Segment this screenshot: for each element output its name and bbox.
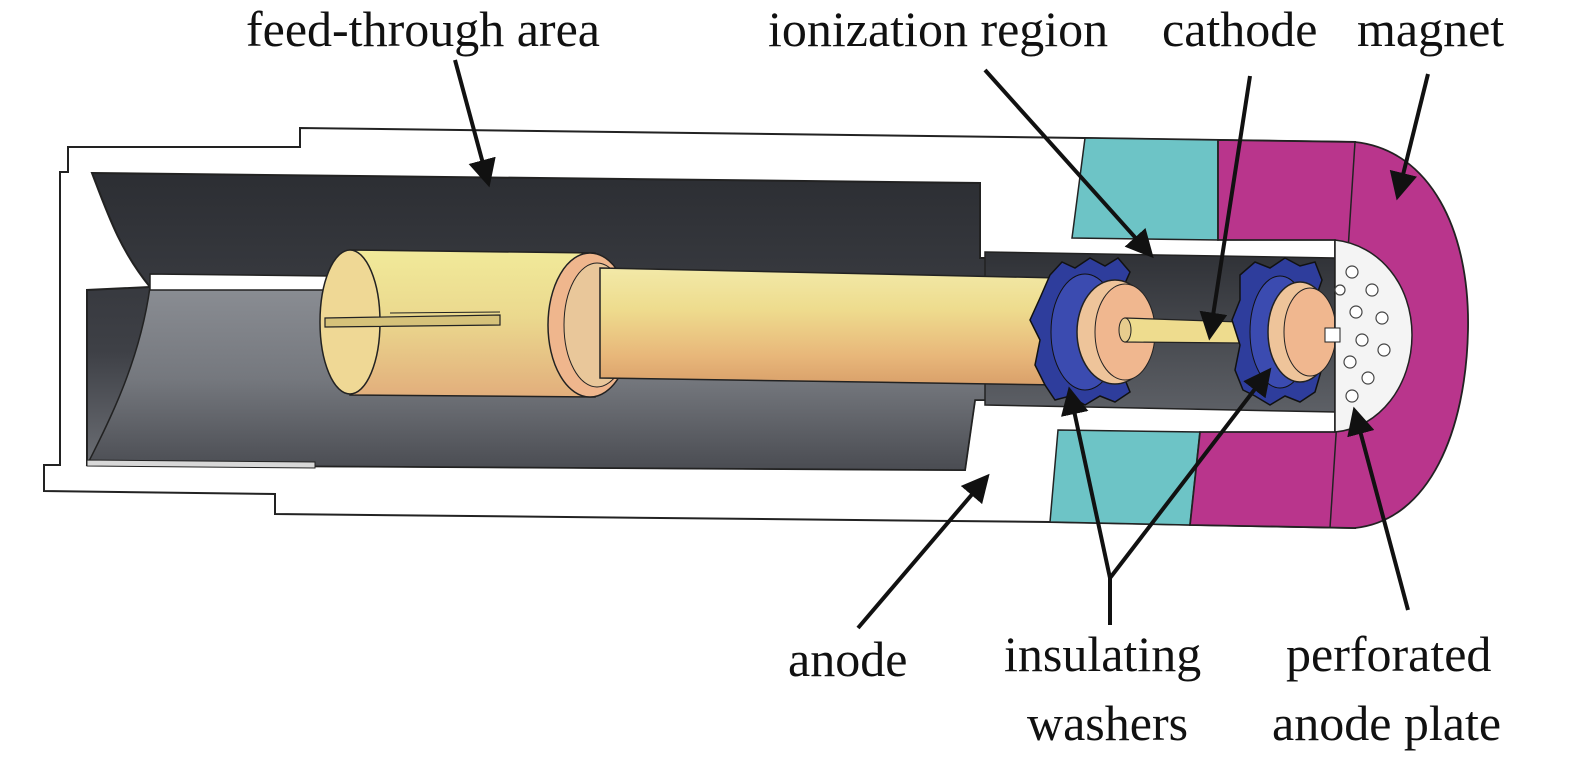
label-magnet: magnet	[1357, 1, 1504, 57]
central-conductor	[319, 249, 1079, 398]
perforated-anode-plate	[1324, 239, 1413, 433]
label-washers: washers	[1027, 695, 1188, 751]
arrow-cathode	[1199, 75, 1252, 341]
arrow-washer-left-branch	[1061, 386, 1112, 579]
label-anode-plate: anode plate	[1272, 695, 1501, 751]
label-cathode: cathode	[1162, 1, 1317, 57]
arrow-washer-right-branch	[1108, 367, 1272, 580]
labels: feed-through area ionization region cath…	[246, 1, 1504, 751]
label-anode: anode	[788, 631, 907, 687]
label-insulating: insulating	[1004, 626, 1201, 682]
arrow-anode	[856, 473, 990, 630]
insulating-washer-right	[1231, 257, 1337, 406]
label-perforated: perforated	[1286, 626, 1491, 682]
arrow-magnet	[1389, 73, 1430, 201]
leader-arrows	[453, 59, 1430, 630]
pole-piece-bottom	[1049, 429, 1201, 526]
arrow-perforated-anode-plate	[1347, 406, 1410, 611]
arrow-ionization-region	[983, 68, 1154, 259]
label-feed-through-area: feed-through area	[246, 1, 600, 57]
label-ionization-region: ionization region	[768, 1, 1108, 57]
cathode-pin	[1118, 317, 1241, 344]
arrow-feed-through-area	[453, 59, 496, 188]
